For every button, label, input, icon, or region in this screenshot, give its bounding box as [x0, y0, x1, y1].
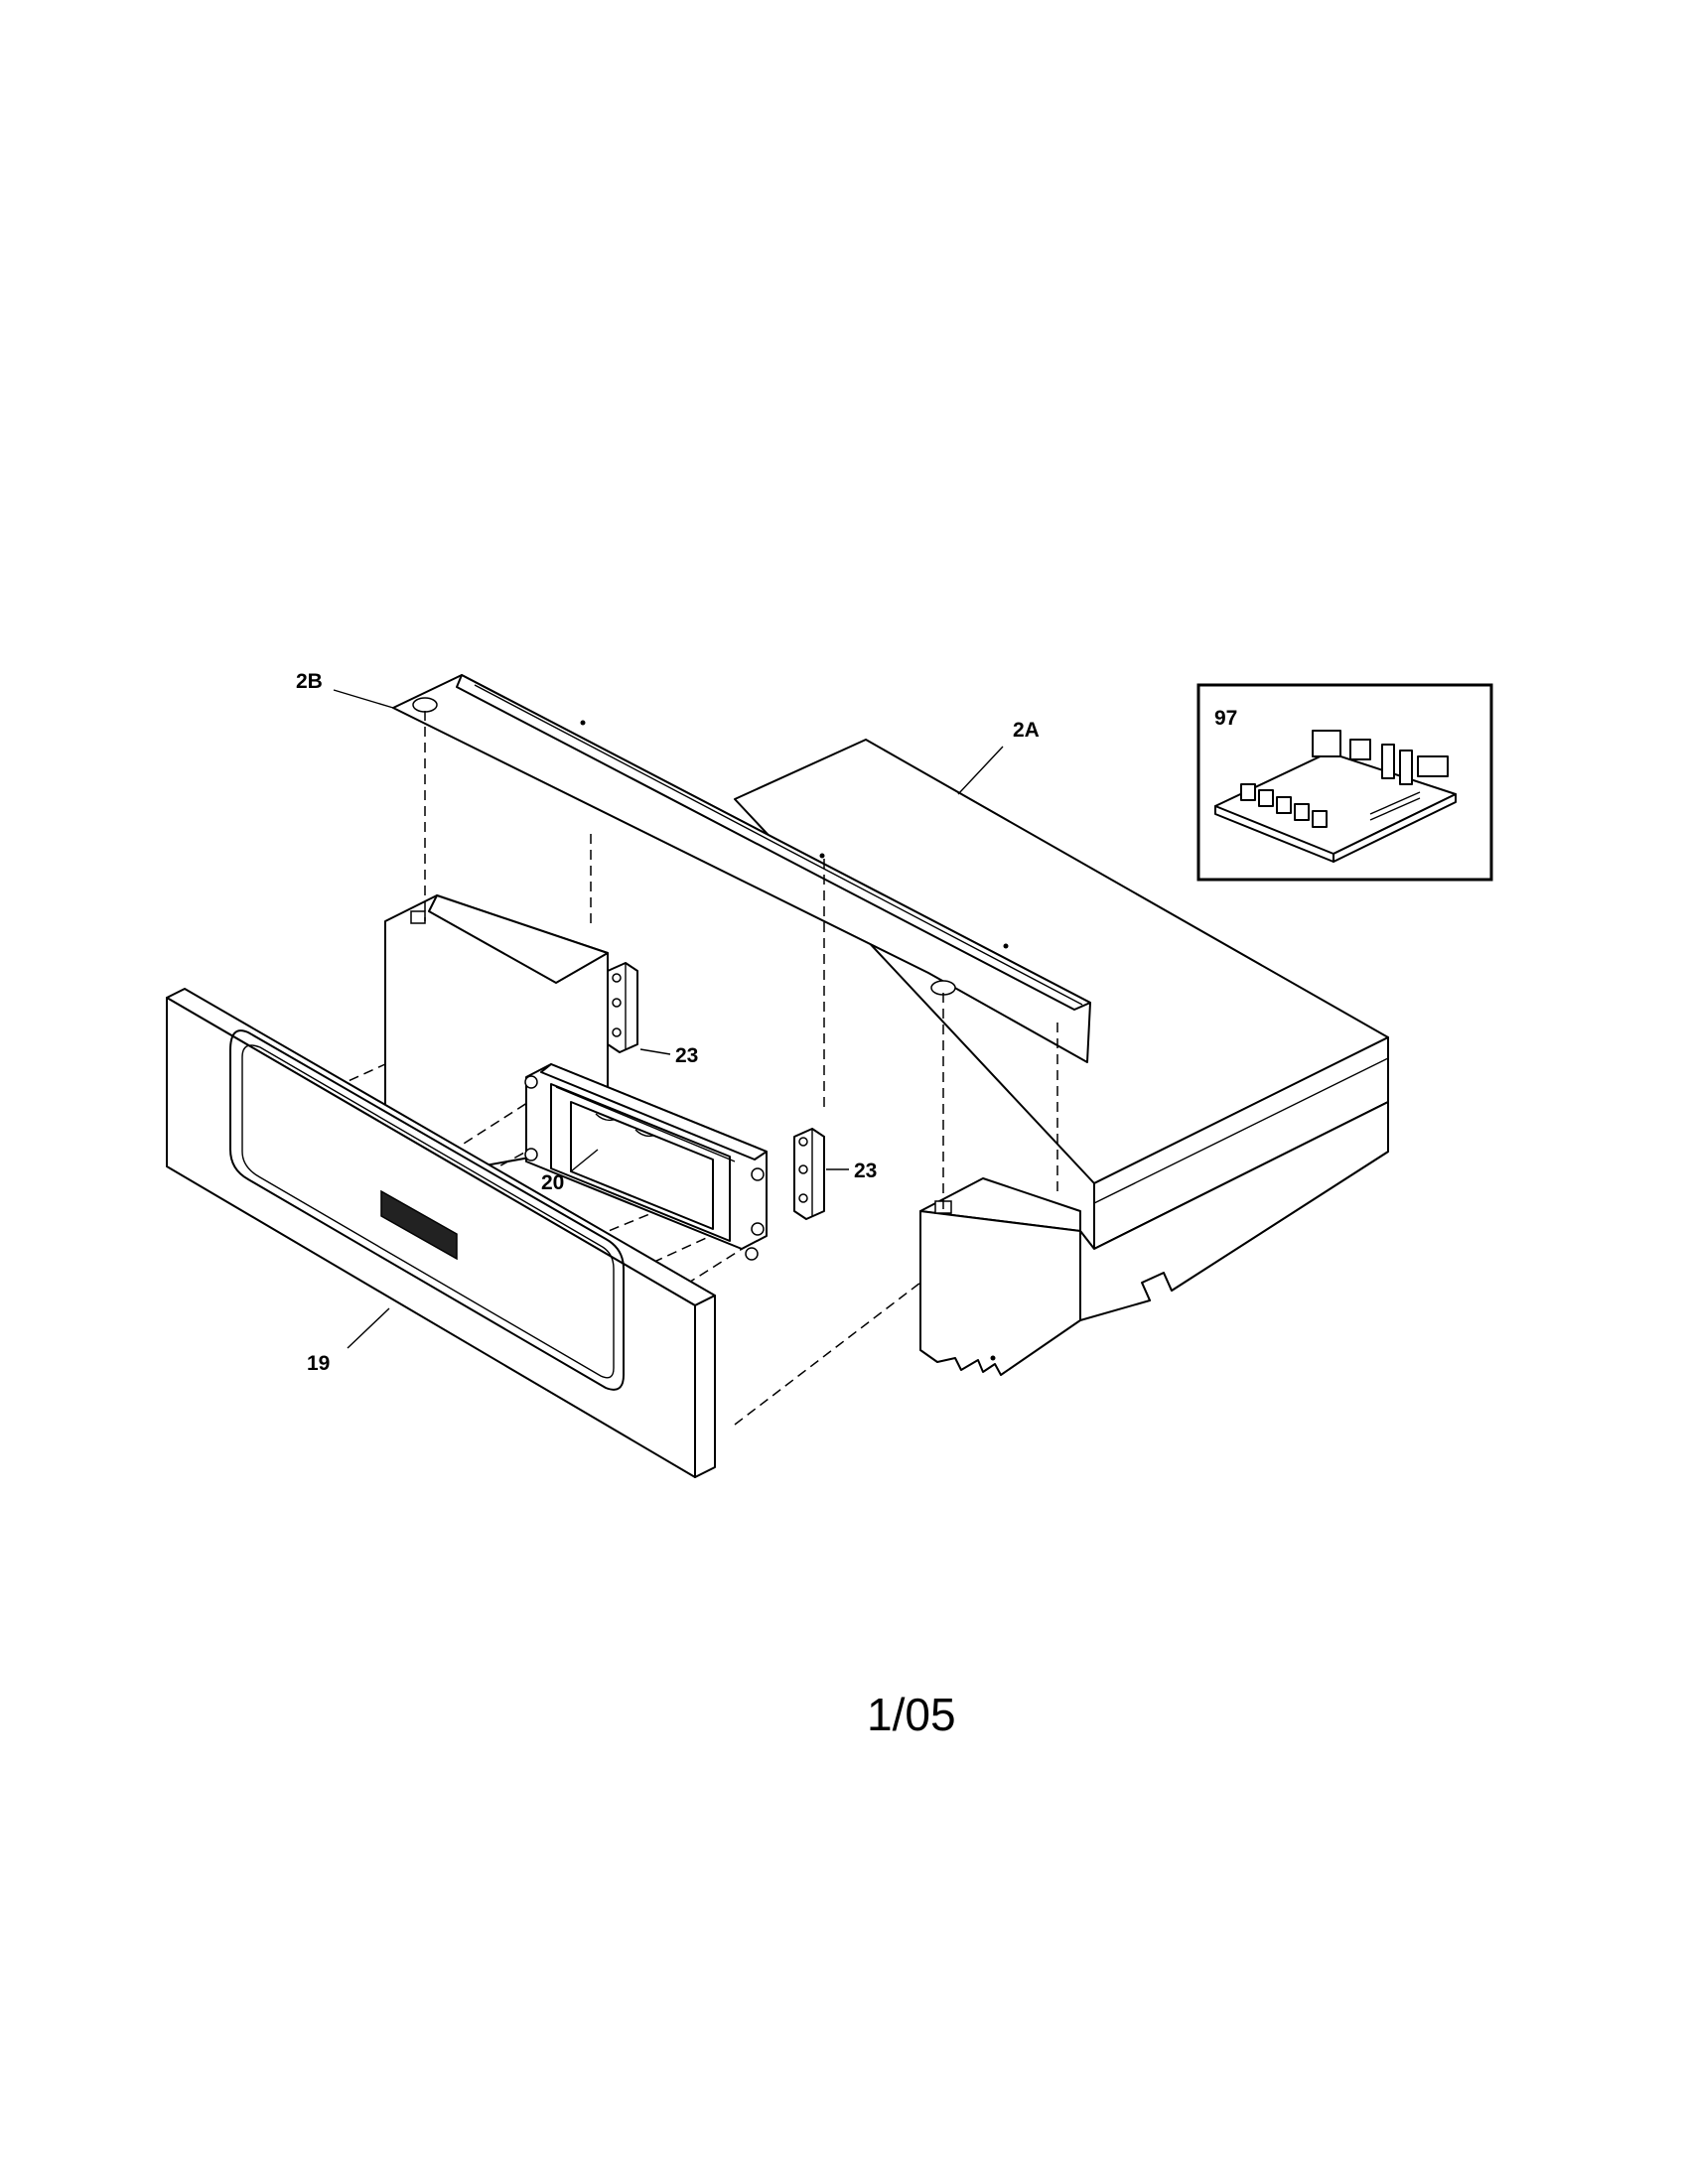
leader-lines	[333, 689, 1004, 1349]
display-window	[380, 1189, 458, 1261]
top-trim-2b	[392, 674, 1091, 1063]
footer-code: 1/05	[867, 1689, 956, 1740]
callout-23-lower: 23	[854, 1160, 877, 1182]
callout-2b: 2B	[296, 670, 323, 693]
right-side-bracket	[919, 1101, 1389, 1376]
control-board-20	[524, 1063, 768, 1261]
bracket-23-upper	[607, 962, 638, 1053]
callout-2a: 2A	[1013, 719, 1040, 742]
base-panel-2a	[734, 739, 1389, 1250]
callout-97: 97	[1214, 707, 1237, 730]
callout-23-upper: 23	[675, 1044, 698, 1067]
callout-19: 19	[307, 1352, 330, 1375]
front-panel-19	[166, 988, 716, 1478]
relay-board-97	[1214, 730, 1457, 863]
bracket-23-lower	[793, 1128, 825, 1220]
mesh-window	[229, 1029, 625, 1391]
callout-20: 20	[541, 1171, 564, 1194]
inset-box-97	[1196, 683, 1493, 882]
